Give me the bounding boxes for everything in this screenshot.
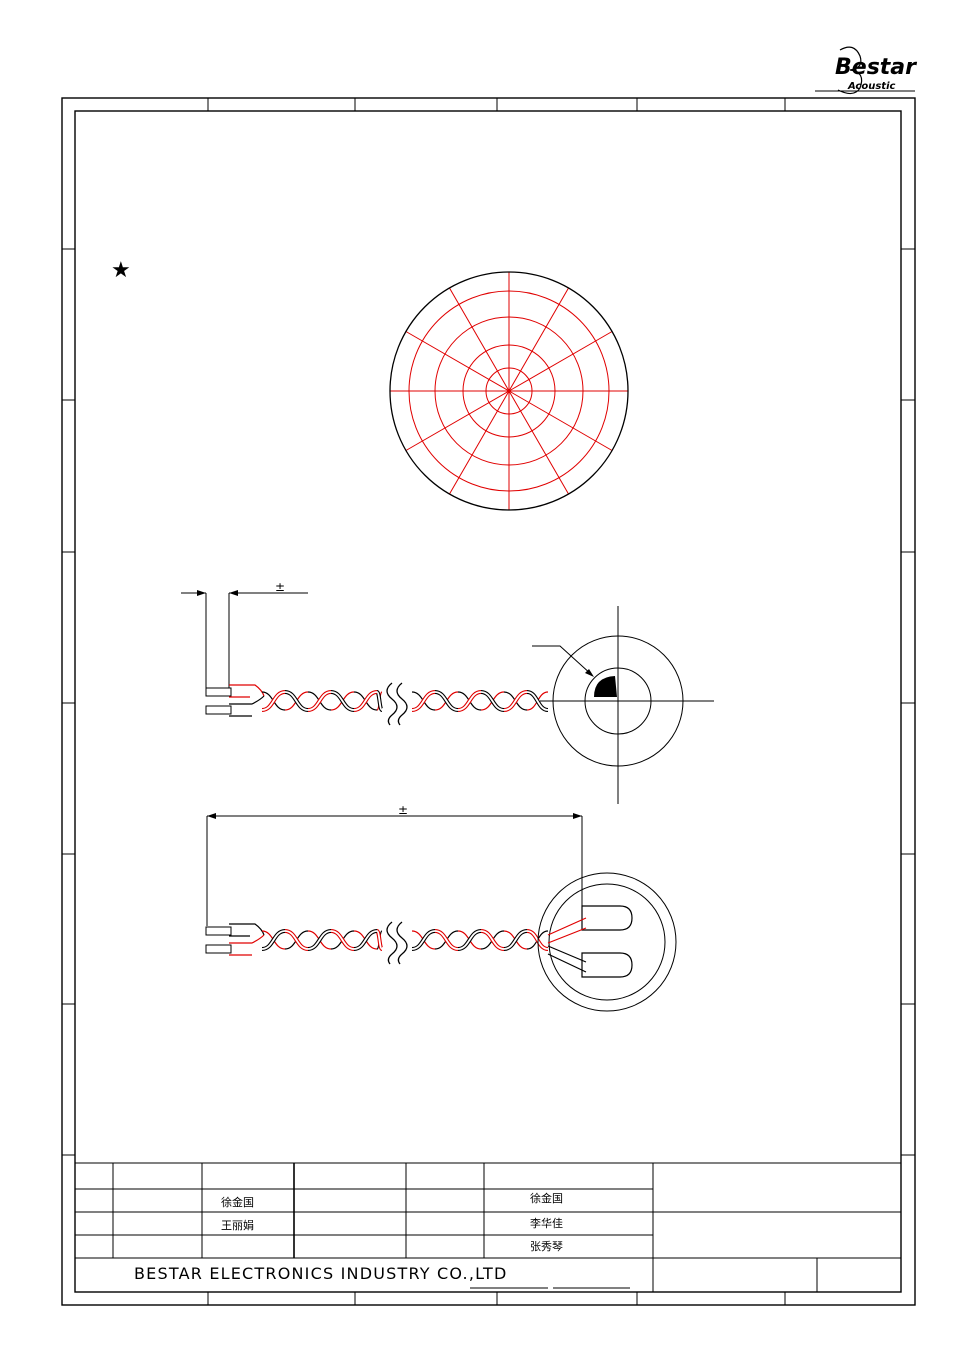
element-inner-back [548, 883, 666, 1001]
element-outer-disc [552, 635, 684, 767]
polar-spoke-9 [449, 287, 510, 392]
wire-strand-core [330, 930, 355, 950]
wire-strand-core [526, 930, 549, 950]
polar-outer-circle [389, 271, 629, 511]
polar-grid [389, 271, 629, 511]
polar-spoke-6 [405, 390, 510, 451]
wire-strand-core [503, 691, 528, 711]
logo-brand: Bestar [835, 55, 917, 80]
electrode-upper [581, 905, 633, 931]
lead-red [547, 917, 587, 944]
wire-strand-core [330, 691, 355, 711]
inner-border [74, 110, 902, 1293]
leader-line [532, 645, 593, 676]
polar-spoke-3 [508, 390, 569, 495]
title-block [75, 1162, 901, 1292]
break-mark-bottom-a [386, 921, 398, 965]
star-marker-icon: ★ [111, 258, 131, 283]
twisted-pair-top [261, 690, 549, 712]
tb-name-r3c6: 张秀琴 [530, 1240, 563, 1253]
logo-subtitle: Acoustic [847, 81, 896, 92]
wire-strand-core [353, 691, 378, 711]
wire-strand-core [284, 691, 309, 711]
strip-tolerance-symbol: ± [275, 580, 285, 594]
electrode-lower [581, 952, 633, 978]
wire-strand-core [526, 691, 549, 711]
polar-spoke-8 [405, 331, 510, 392]
break-mark-top-b [396, 682, 408, 726]
wire-strand-core [480, 691, 505, 711]
wire-strand-core [457, 930, 482, 950]
wire-strand-core [376, 691, 383, 711]
outer-border [61, 97, 916, 1306]
wire-strand-core [503, 930, 528, 950]
wire-strand-core [376, 930, 383, 950]
wire-strand-core [434, 691, 459, 711]
break-mark-top-a [386, 682, 398, 726]
wire-strand-core [480, 930, 505, 950]
logo-swirl [837, 46, 863, 95]
company-name: BESTAR ELECTRONICS INDUSTRY CO.,LTD [134, 1264, 508, 1283]
dim-arrow-left [197, 590, 206, 596]
wire-tip-upper [205, 687, 232, 697]
wire-strand-core [411, 691, 436, 711]
top-wire-assembly: ± [181, 580, 714, 804]
polar-spoke-2 [508, 390, 613, 451]
dim-arrow-right [229, 590, 238, 596]
wire-strand-core [434, 930, 459, 950]
wire-strand-core [307, 691, 332, 711]
tb-name-r1c6: 徐金国 [530, 1191, 563, 1205]
lead-black [547, 945, 587, 973]
tb-name-r1c3: 徐金国 [221, 1195, 254, 1209]
wire-strand-core [457, 691, 482, 711]
wire-strand-core [411, 930, 436, 950]
twisted-pair-bottom [261, 929, 549, 951]
element-inner-disc [584, 667, 652, 735]
length-tolerance-symbol: ± [398, 803, 408, 817]
wire-tip-lower [205, 705, 232, 715]
polar-spoke-12 [508, 331, 613, 392]
wire-strand-core [307, 930, 332, 950]
bestar-logo: Bestar Acoustic [815, 46, 917, 95]
wire-strand-core [284, 930, 309, 950]
element-outer-back [537, 872, 677, 1012]
bottom-wire-assembly: ± [205, 803, 677, 1012]
tb-name-r2c6: 李华佳 [530, 1216, 563, 1230]
tb-name-r2c3: 王丽娟 [221, 1218, 254, 1232]
solder-point [594, 676, 617, 697]
break-mark-bottom-b [396, 921, 408, 965]
zone-ticks [62, 98, 915, 1305]
wire-strand-core [261, 691, 286, 711]
leader-arrow [585, 669, 594, 677]
wire-strand-core [261, 930, 286, 950]
polar-spoke-5 [449, 390, 510, 495]
wire-strand-core [353, 930, 378, 950]
wire-tip-lower-b [205, 944, 232, 954]
wire-tip-upper-b [205, 926, 232, 936]
polar-spoke-11 [508, 287, 569, 392]
